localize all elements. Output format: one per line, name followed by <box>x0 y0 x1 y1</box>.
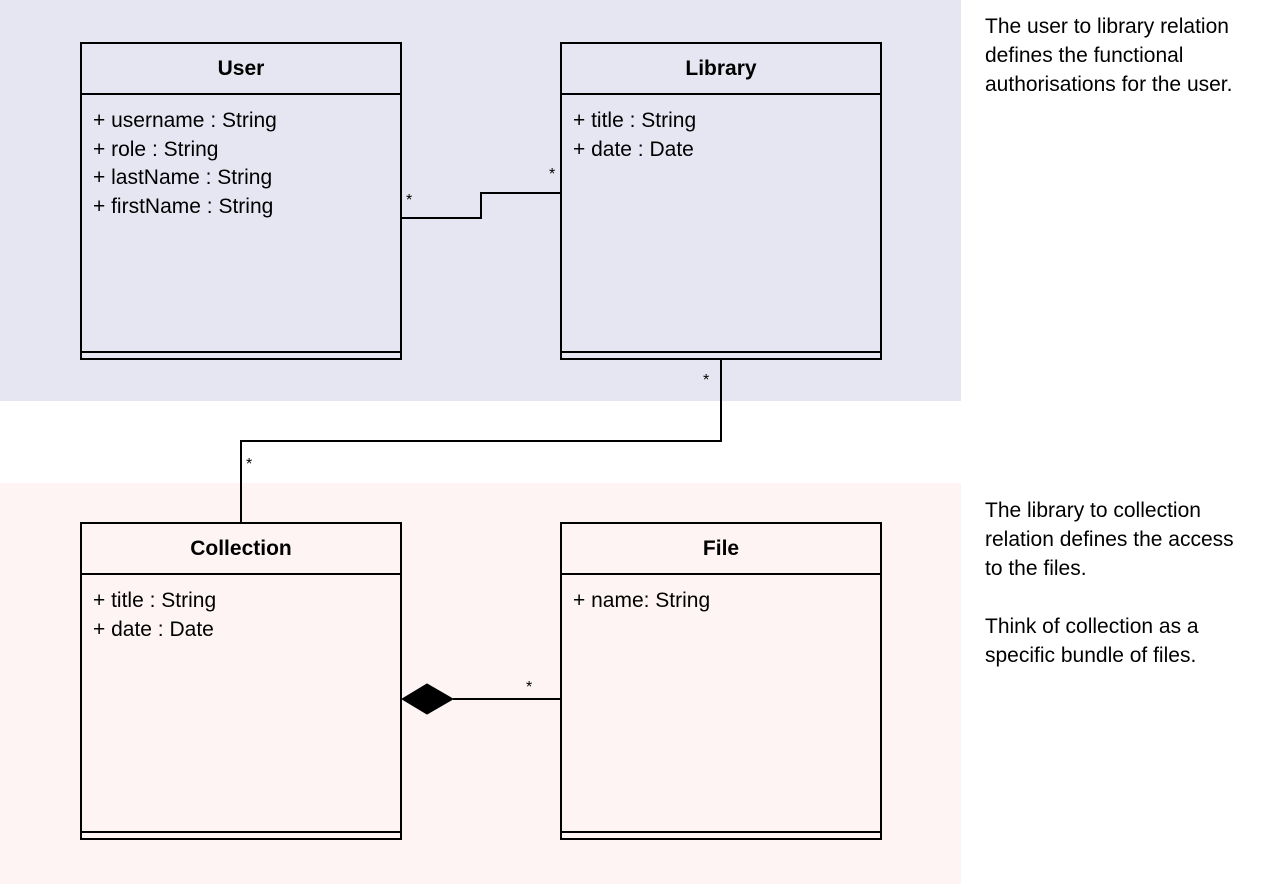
multiplicity-library-collection-collection-end: * <box>246 456 253 473</box>
class-file[interactable]: File + name: String <box>560 522 882 840</box>
class-library[interactable]: Library + title : String + date : Date <box>560 42 882 360</box>
class-library-methods-divider <box>562 351 880 353</box>
class-file-name: File <box>562 524 880 575</box>
class-library-attribute: + date : Date <box>573 137 694 161</box>
association-library-collection[interactable] <box>240 360 722 523</box>
class-file-attribute: + name: String <box>573 589 711 612</box>
class-user-attribute: + firstName : String <box>93 194 274 218</box>
class-library-name: Library <box>562 44 880 95</box>
class-collection[interactable]: Collection + title : String + date : Dat… <box>80 522 402 840</box>
class-user-name: User <box>82 44 400 95</box>
class-user-attribute: + role : String <box>93 137 219 161</box>
multiplicity-library-end: * <box>549 166 556 183</box>
note-user-library: The user to library relation defines the… <box>985 15 1233 96</box>
class-file-attributes: + name: String <box>562 575 880 616</box>
class-library-attribute: + title : String <box>573 109 697 132</box>
multiplicity-library-collection-library-end: * <box>703 372 710 389</box>
multiplicity-user-end: * <box>406 192 413 209</box>
class-user-attributes: + username : String + role : String + la… <box>82 95 400 221</box>
class-user-methods-divider <box>82 351 400 353</box>
class-user-attribute: + username : String <box>93 109 277 132</box>
association-user-library[interactable] <box>402 192 561 219</box>
class-library-attributes: + title : String + date : Date <box>562 95 880 164</box>
note-library-collection: The library to collection relation defin… <box>985 499 1234 667</box>
multiplicity-file-end: * <box>526 679 533 696</box>
class-collection-attributes: + title : String + date : Date <box>82 575 400 644</box>
class-collection-name: Collection <box>82 524 400 575</box>
class-user-attribute: + lastName : String <box>93 166 273 189</box>
class-collection-methods-divider <box>82 831 400 833</box>
class-collection-attribute: + title : String <box>93 589 217 612</box>
class-collection-attribute: + date : Date <box>93 617 214 641</box>
composition-diamond-icon <box>401 683 455 715</box>
class-file-methods-divider <box>562 831 880 833</box>
class-user[interactable]: User + username : String + role : String… <box>80 42 402 360</box>
